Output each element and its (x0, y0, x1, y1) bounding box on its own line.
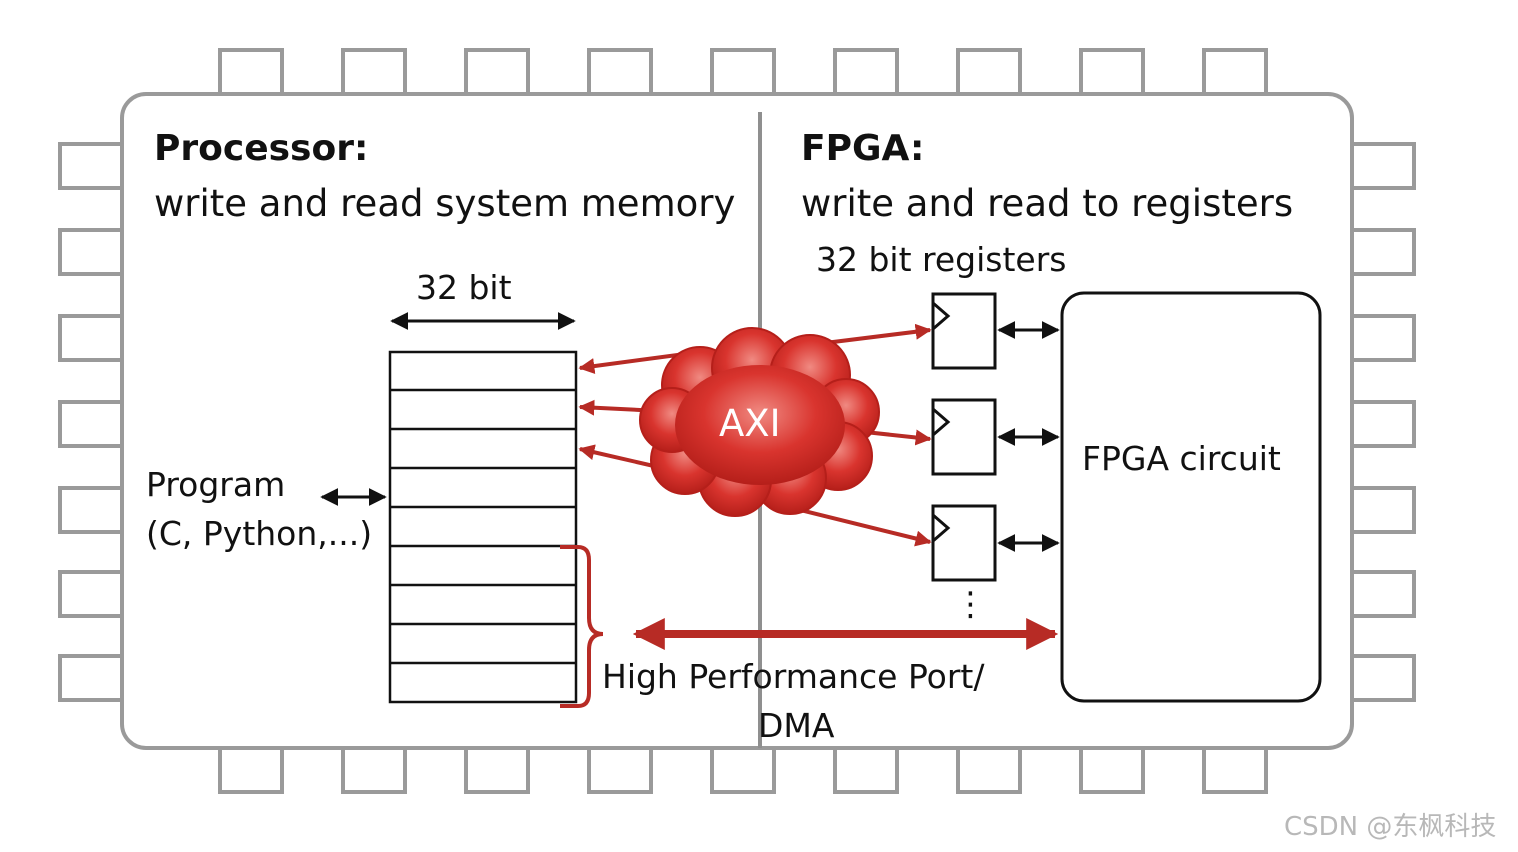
more-registers-ellipsis: ⋮ (954, 584, 987, 623)
axi-cloud (639, 327, 880, 517)
registers-label: 32 bit registers (816, 240, 1067, 279)
memory-width-label: 32 bit (416, 268, 512, 307)
dma-label: DMA (758, 706, 835, 745)
fpga-circuit-block (1060, 291, 1322, 703)
register-3 (931, 504, 997, 582)
dma-bracket (560, 545, 604, 708)
axi-label: AXI (719, 402, 781, 445)
register-2 (931, 398, 997, 476)
processor-title: Processor: (154, 128, 369, 169)
processor-subtitle: write and read system memory (154, 182, 736, 225)
fpga-title: FPGA: (801, 128, 925, 169)
register-1 (931, 292, 997, 370)
hp-port-label: High Performance Port/ (602, 657, 985, 696)
watermark: CSDN @东枫科技 (1284, 812, 1497, 842)
fpga-subtitle: write and read to registers (801, 182, 1294, 225)
register-circuit-links (997, 321, 1060, 552)
fpga-circuit-label: FPGA circuit (1082, 439, 1281, 478)
program-label: Program (146, 465, 286, 504)
program-languages-label: (C, Python,...) (146, 514, 373, 553)
system-memory (388, 350, 578, 704)
